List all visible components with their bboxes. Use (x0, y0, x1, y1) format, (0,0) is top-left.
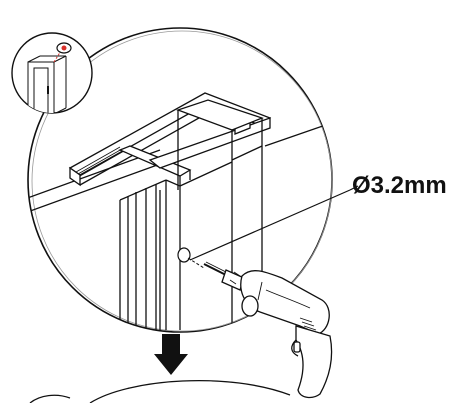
location-inset (11, 32, 93, 114)
drill-diameter-label: Ø3.2mm (352, 172, 447, 199)
dimension-leader (187, 185, 359, 269)
magnified-view (27, 27, 333, 333)
eye-icon (56, 42, 72, 54)
drill-icon (203, 261, 333, 399)
next-step-preview (29, 380, 291, 404)
arrow-down-icon (154, 334, 188, 375)
door-frame-profile (28, 92, 332, 330)
door-frame-inset-icon (27, 45, 67, 113)
